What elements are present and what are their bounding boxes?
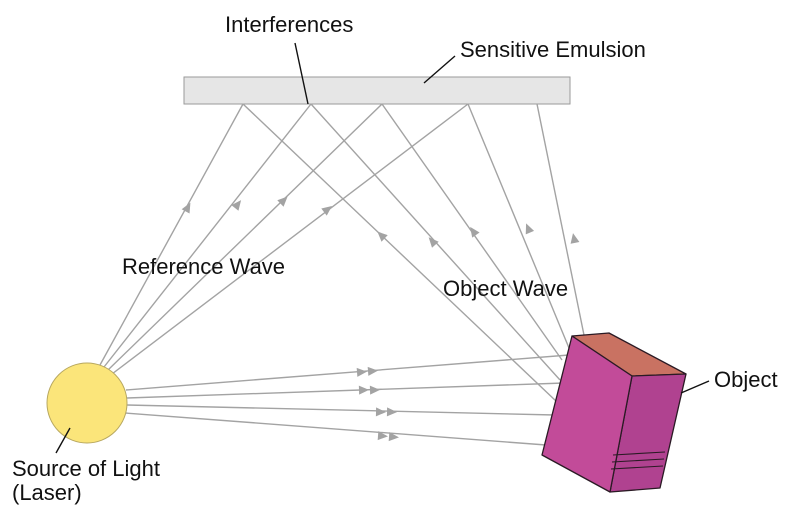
object-front-face	[541, 335, 633, 493]
object-ray-5	[536, 103, 586, 341]
arrowhead	[231, 200, 242, 211]
arrowhead	[386, 407, 397, 417]
label-source-line2: (Laser)	[12, 480, 82, 505]
reference-ray-2	[103, 103, 312, 368]
sensitive-emulsion-plate	[183, 76, 571, 105]
label-object: Object	[714, 367, 778, 392]
arrowhead	[377, 231, 388, 242]
object-box	[541, 332, 687, 493]
arrowhead	[321, 205, 332, 216]
arrowhead	[377, 431, 388, 441]
arrowhead	[375, 407, 386, 417]
illumination-ray-1	[125, 354, 570, 391]
object-ray-1	[242, 103, 558, 403]
arrowhead	[428, 237, 439, 248]
arrowhead	[525, 223, 535, 235]
arrowhead	[181, 202, 191, 214]
object-groove-3	[610, 465, 664, 470]
object-ray-4	[467, 103, 570, 349]
light-source	[46, 362, 128, 444]
arrowhead	[470, 226, 480, 238]
label-interferences: Interferences	[225, 12, 353, 37]
leader-interferences	[294, 42, 309, 105]
arrowheads	[181, 196, 580, 442]
leader-lines	[55, 42, 710, 454]
arrowhead	[388, 432, 399, 442]
leader-object	[680, 380, 710, 394]
arrowhead	[367, 366, 378, 376]
reference-ray-3	[107, 103, 383, 371]
leader-source	[55, 427, 71, 454]
arrowhead	[570, 233, 580, 244]
object-groove-2	[611, 458, 665, 463]
arrowhead	[369, 385, 380, 395]
illumination-ray-4	[124, 412, 547, 446]
label-sensitive-emulsion: Sensitive Emulsion	[460, 37, 646, 62]
leader-sensitive-emulsion	[423, 55, 456, 84]
reference-ray-4	[111, 103, 469, 375]
label-reference-wave: Reference Wave	[122, 254, 285, 279]
label-source-line1: Source of Light	[12, 456, 160, 481]
reference-ray-1	[99, 103, 244, 366]
label-object-wave: Object Wave	[443, 276, 568, 301]
illumination-ray-3	[126, 404, 556, 416]
arrowhead	[358, 385, 369, 395]
arrowhead	[356, 367, 367, 377]
arrowhead	[277, 196, 288, 207]
illumination-ray-2	[126, 382, 565, 399]
object-groove-1	[612, 451, 666, 456]
